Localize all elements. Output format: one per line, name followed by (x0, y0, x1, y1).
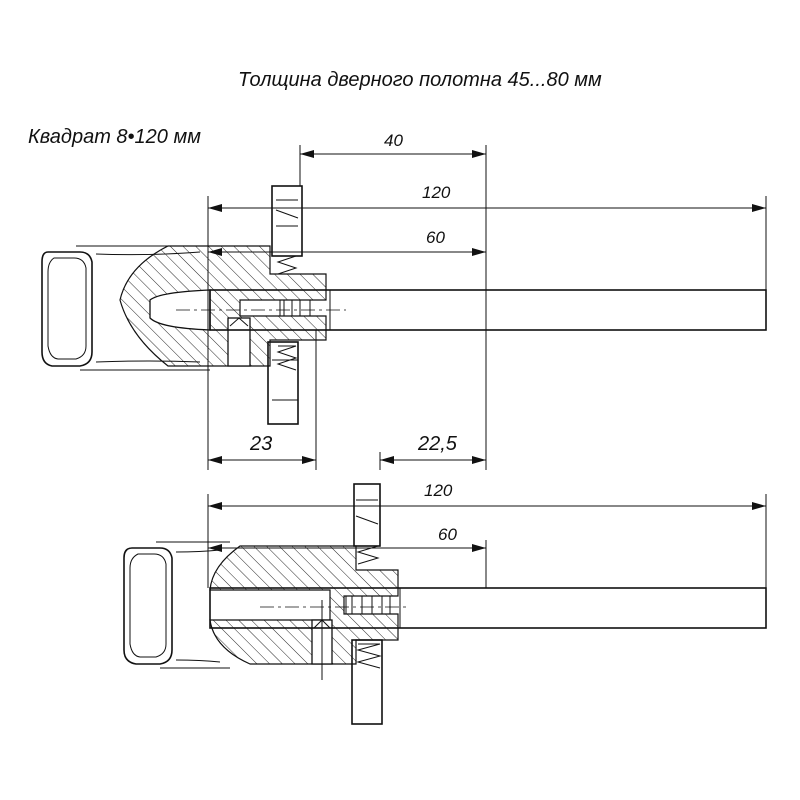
door-thickness-label: Толщина дверного полотна 45...80 мм (238, 69, 602, 91)
bottom-spindle (209, 587, 767, 629)
top-dimensions: 40 120 60 23 22,5 (207, 131, 767, 470)
bottom-dim-60-label: 60 (438, 525, 457, 544)
dim-60-label: 60 (426, 228, 445, 247)
dim-22-5-label: 22,5 (417, 433, 458, 455)
top-rose-plate (267, 185, 311, 425)
top-handle-assembly (41, 185, 767, 425)
bottom-dim-120-label: 120 (424, 481, 453, 500)
bottom-handle-assembly (123, 483, 767, 725)
dim-23-label: 23 (249, 433, 272, 455)
bottom-rose-plate (345, 483, 391, 725)
top-handle-grip (41, 245, 210, 371)
spindle-label: Квадрат 8•120 мм (28, 126, 201, 148)
dim-120-label: 120 (422, 183, 451, 202)
bottom-dimensions: 120 60 (207, 481, 767, 588)
bottom-handle-grip (123, 541, 230, 669)
dim-40-label: 40 (384, 131, 403, 150)
